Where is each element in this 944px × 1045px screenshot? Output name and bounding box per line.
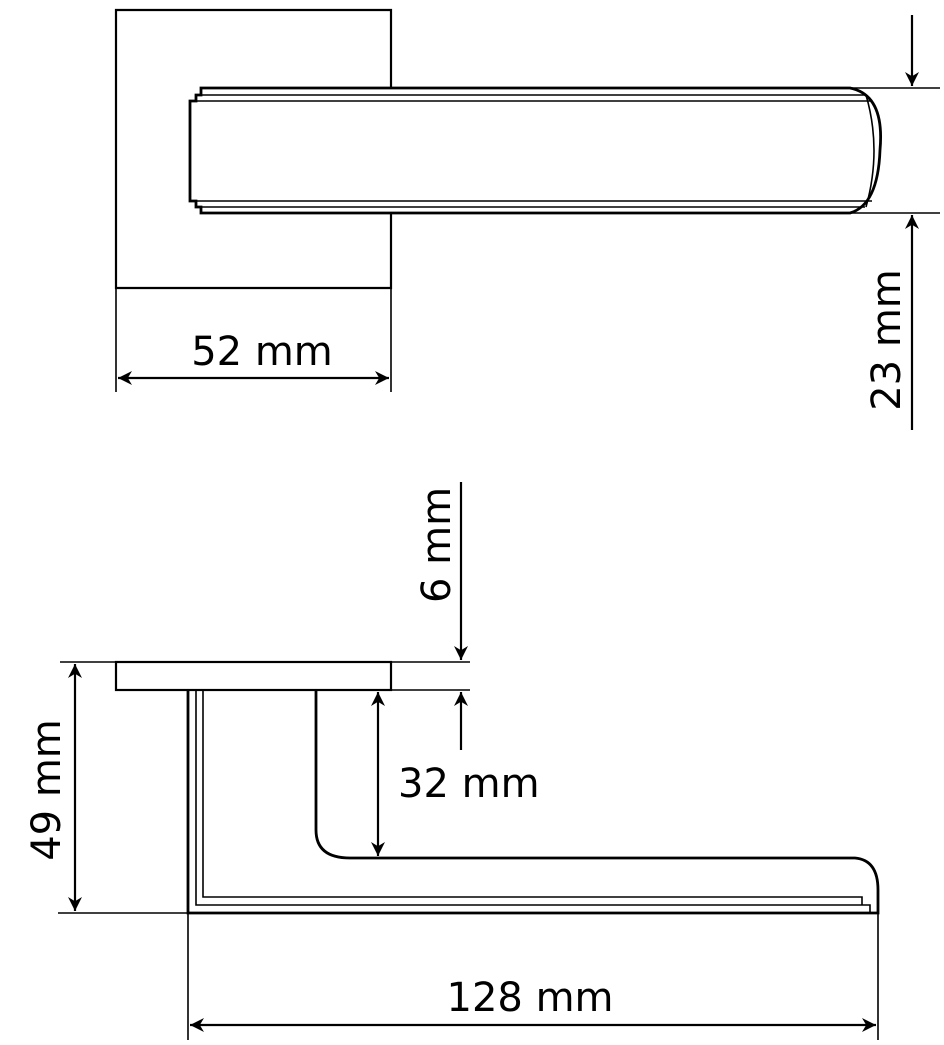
dimension-label-128mm: 128 mm [447, 975, 614, 1021]
dimension-label-23mm: 23 mm [864, 269, 910, 411]
dimension-6mm: 6 mm [60, 482, 470, 750]
rosette-outline [114, 8, 393, 290]
dimension-label-52mm: 52 mm [191, 329, 333, 375]
dimension-label-49mm: 49 mm [24, 719, 70, 861]
dimension-label-6mm: 6 mm [414, 487, 460, 603]
dimension-49mm: 49 mm [24, 664, 188, 914]
dimension-128mm: 128 mm [187, 890, 879, 1040]
dimension-52mm: 52 mm [115, 288, 392, 392]
dimension-23mm: 23 mm [850, 15, 940, 430]
top-view: 52 mm 23 mm [114, 8, 940, 430]
lever-side-outline [186, 690, 880, 915]
side-view: 6 mm 32 mm 49 mm 128 mm [24, 482, 880, 1040]
lever-top-outline [188, 86, 882, 215]
rosette-side [114, 660, 393, 692]
dimension-32mm: 32 mm [371, 692, 540, 856]
dimension-label-32mm: 32 mm [398, 761, 540, 807]
